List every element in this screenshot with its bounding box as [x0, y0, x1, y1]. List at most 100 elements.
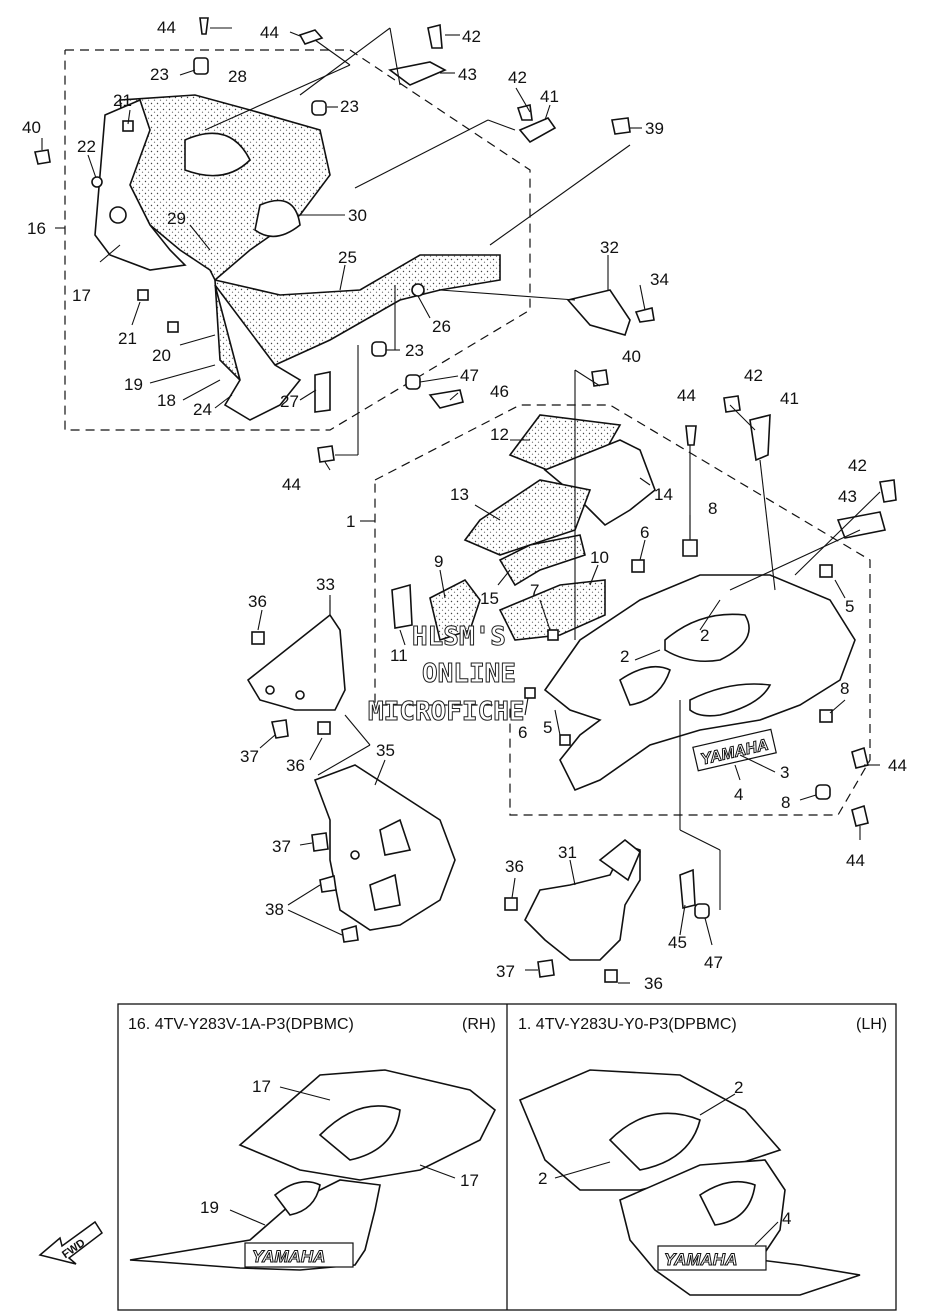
bolt-40-b — [591, 369, 609, 387]
yamaha-decal-3: YAMAHA — [692, 728, 777, 772]
callout-31: 31 — [558, 843, 577, 862]
nut-36-c — [504, 897, 518, 911]
grommet-47-b — [694, 903, 710, 919]
nut-36-d — [604, 969, 618, 983]
rh-variant-vent — [273, 1180, 321, 1216]
variant-panels: 16. 4TV-Y283V-1A-P3(DPBMC) (RH) YAMAHA 1… — [117, 1003, 897, 1311]
callout-1: 1 — [346, 512, 355, 531]
callout-40: 40 — [622, 347, 641, 366]
lh-panel-title: 1. 4TV-Y283U-Y0-P3(DPBMC) — [518, 1016, 737, 1033]
callout-36: 36 — [286, 756, 305, 775]
callout-2: 2 — [734, 1078, 743, 1097]
bolt-39 — [611, 117, 631, 135]
callout-41: 41 — [780, 389, 799, 408]
inner-panel-13 — [463, 479, 592, 556]
callout-11: 11 — [390, 646, 408, 665]
bolt-34 — [634, 307, 655, 323]
callout-16: 16 — [27, 219, 46, 238]
bracket-32 — [566, 289, 631, 336]
bolt-44-low — [317, 445, 335, 463]
bolt-40 — [34, 149, 51, 165]
callout-42: 42 — [508, 68, 527, 87]
callout-12: 12 — [490, 425, 509, 444]
callout-2: 2 — [700, 626, 709, 645]
callout-29: 29 — [167, 209, 186, 228]
callout-36: 36 — [248, 592, 267, 611]
callout-23: 23 — [150, 65, 169, 84]
callout-42: 42 — [462, 27, 481, 46]
callout-44: 44 — [846, 851, 865, 870]
callout-44: 44 — [677, 386, 696, 405]
callout-47: 47 — [460, 366, 479, 385]
callout-21: 21 — [113, 91, 132, 110]
bolt-44-top — [199, 17, 209, 35]
nut-6 — [631, 559, 645, 573]
callout-18: 18 — [157, 391, 176, 410]
callout-4: 4 — [734, 785, 743, 804]
callout-34: 34 — [650, 270, 669, 289]
bracket-31-tab — [598, 838, 641, 882]
callout-37: 37 — [240, 747, 259, 766]
panel-9 — [429, 578, 481, 642]
svg-text:MICROFICHE: MICROFICHE — [368, 697, 525, 727]
callout-19: 19 — [200, 1198, 219, 1217]
rh-panel-title: 16. 4TV-Y283V-1A-P3(DPBMC) — [128, 1016, 354, 1033]
lh-main-cowl — [543, 574, 856, 792]
svg-text:HLSM'S: HLSM'S — [412, 622, 506, 652]
callout-6: 6 — [518, 723, 527, 742]
callout-43: 43 — [458, 65, 477, 84]
screw-38-a — [319, 874, 337, 893]
callout-40: 40 — [22, 118, 41, 137]
callout-7: 7 — [530, 581, 539, 600]
watermark: HLSM'S ONLINE MICROFICHE — [368, 622, 526, 728]
callout-24: 24 — [193, 400, 212, 419]
callout-25: 25 — [338, 248, 357, 267]
callout-26: 26 — [432, 317, 451, 336]
grommet-23-top — [193, 57, 209, 75]
svg-text:YAMAHA: YAMAHA — [252, 1247, 325, 1266]
callout-23: 23 — [340, 97, 359, 116]
panel-15 — [498, 534, 586, 587]
lh-cowl-vent — [689, 683, 772, 717]
screw-37-a — [271, 719, 289, 739]
callout-8: 8 — [708, 499, 717, 518]
callout-41: 41 — [540, 87, 559, 106]
callout-36: 36 — [505, 857, 524, 876]
callout-3: 3 — [780, 763, 789, 782]
plate-11 — [391, 583, 413, 629]
bolt-42-c — [723, 395, 741, 413]
callout-33: 33 — [316, 575, 335, 594]
callout-6: 6 — [640, 523, 649, 542]
stay-41 — [518, 117, 557, 144]
fwd-arrow-icon: FWD — [38, 1220, 104, 1265]
callout-42: 42 — [744, 366, 763, 385]
lower-center-parts — [504, 838, 713, 984]
grommet-23-mid — [311, 100, 327, 116]
callout-44: 44 — [282, 475, 301, 494]
callout-38: 38 — [265, 900, 284, 919]
stay-46 — [428, 389, 464, 409]
rh-variant-panel: 16. 4TV-Y283V-1A-P3(DPBMC) (RH) YAMAHA 1… — [128, 1016, 497, 1271]
rh-panel-side: (RH) — [462, 1016, 496, 1033]
callout-20: 20 — [152, 346, 171, 365]
callout-22: 22 — [77, 137, 96, 156]
nut-5-b — [559, 734, 571, 746]
panel-35-hole-1 — [379, 818, 412, 856]
callout-23: 23 — [405, 341, 424, 360]
bolt-44-r2 — [851, 804, 869, 827]
rh-cowl-hole — [109, 206, 127, 224]
rh-yamaha-decal: YAMAHA — [244, 1242, 354, 1268]
rh-side-cowl — [94, 98, 187, 271]
lh-panel-side: (LH) — [856, 1016, 887, 1033]
lh-variant-vent — [698, 1180, 756, 1226]
bolt-44-c — [685, 425, 697, 446]
callout-4: 4 — [782, 1209, 791, 1228]
callout-44: 44 — [157, 18, 176, 37]
grommet-47 — [405, 374, 421, 390]
callout-17: 17 — [460, 1171, 479, 1190]
grommet-23-low — [371, 341, 387, 357]
lh-yamaha-decal: YAMAHA — [657, 1245, 767, 1271]
rh-under-cowl-24 — [214, 284, 302, 421]
callout-17: 17 — [72, 286, 91, 305]
callout-37: 37 — [272, 837, 291, 856]
